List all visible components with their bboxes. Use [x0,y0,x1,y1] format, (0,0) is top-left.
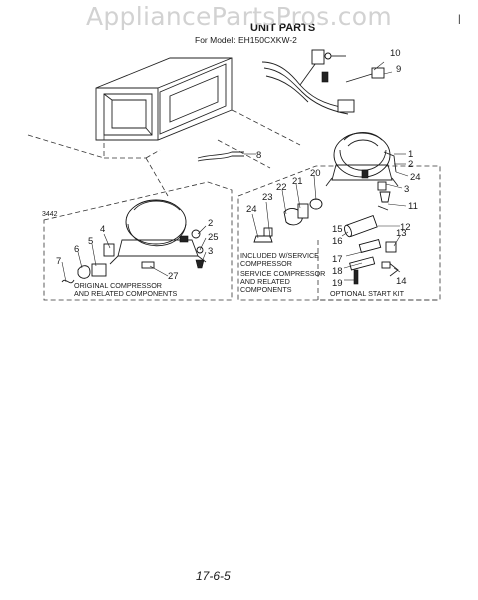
watermark-text: AppliancePartsPros.com [85,2,393,31]
grommet-part [263,227,273,237]
model-line: For Model: EH150CXKW-2 [195,35,297,45]
callout-13: 13 [396,228,407,239]
service-caption-line3: COMPONENTS [240,285,292,294]
callout-18: 18 [332,266,343,277]
callout-27: 27 [168,271,179,282]
start-relay-bracket [358,238,382,254]
clip-part [377,205,389,211]
overload-protector [103,243,115,257]
start-kit-connector [381,261,391,269]
included-caption-line1: INCLUDED W/SERVICE [240,251,319,260]
original-caption-line1: ORIGINAL COMPRESSOR [74,281,162,290]
callout-16: 16 [332,236,343,247]
callout-11: 11 [408,201,418,212]
callout-15: 15 [332,224,343,235]
callout-24: 24 [246,204,257,215]
callout-5: 5 [88,236,93,247]
callout-17: 17 [332,254,343,265]
dashed-leader-left [27,134,105,159]
grommet-left [141,261,155,269]
footer-note: 17-6-5 [196,569,231,583]
wire-clip-left [61,279,75,284]
wire-harness [261,49,385,115]
cabinet-housing [95,57,233,159]
service-compressor [325,132,399,187]
callout-12: 12 [400,222,411,233]
callout-20: 20 [310,168,321,179]
capillary-tube [197,151,244,162]
dashed-leader-right [217,139,271,169]
original-compressor [109,199,207,265]
service-fitting [297,203,309,219]
callout-2-service: 2 [408,159,413,170]
callout-7: 7 [56,256,61,267]
dashed-leader-upper [231,109,301,146]
wire-lead [387,261,399,277]
included-caption-line2: COMPRESSOR [240,259,292,268]
figure-code: 3442 [42,211,58,218]
relay-clip [349,256,376,271]
washer-left [191,229,201,239]
corner-mark: | [458,14,461,25]
service-caption-line1: SERVICE COMPRESSOR [240,269,325,278]
callout-25-original: 25 [208,232,219,243]
bolt-left [195,259,205,269]
service-cap [309,198,323,210]
original-caption-line2: AND RELATED COMPONENTS [74,289,178,298]
start-relay [385,241,397,253]
callout-3-original: 3 [208,246,213,257]
callout-4: 4 [100,224,105,235]
screw-part [353,269,359,285]
original-kit-frame [43,181,233,301]
callout-10: 10 [390,48,401,59]
dashed-leader-center [145,157,169,197]
callout-3-service: 3 [404,184,409,195]
start-capacitor [344,214,378,238]
callout-1: 1 [408,149,413,160]
callout-23: 23 [262,192,273,203]
relay-cover [91,263,107,277]
diagram-title: UNIT PARTS [250,22,315,34]
callout-6: 6 [74,244,79,255]
callout-22: 22 [276,182,287,193]
callout-9: 9 [396,64,401,75]
callout-14: 14 [396,276,407,287]
mount-plate [253,235,273,243]
callout-2-original: 2 [208,218,213,229]
start-kit-caption: OPTIONAL START KIT [330,289,405,298]
callout-25-service: 24 [410,172,421,183]
service-caption-line2: AND RELATED [240,277,290,286]
callout-19: 19 [332,278,343,289]
overload-cover [379,191,391,203]
callout-21: 21 [292,176,303,187]
callout-8: 8 [256,150,261,161]
service-kit-frame [237,165,441,301]
relay-clip-left [77,265,91,279]
terminal-block [377,181,387,191]
